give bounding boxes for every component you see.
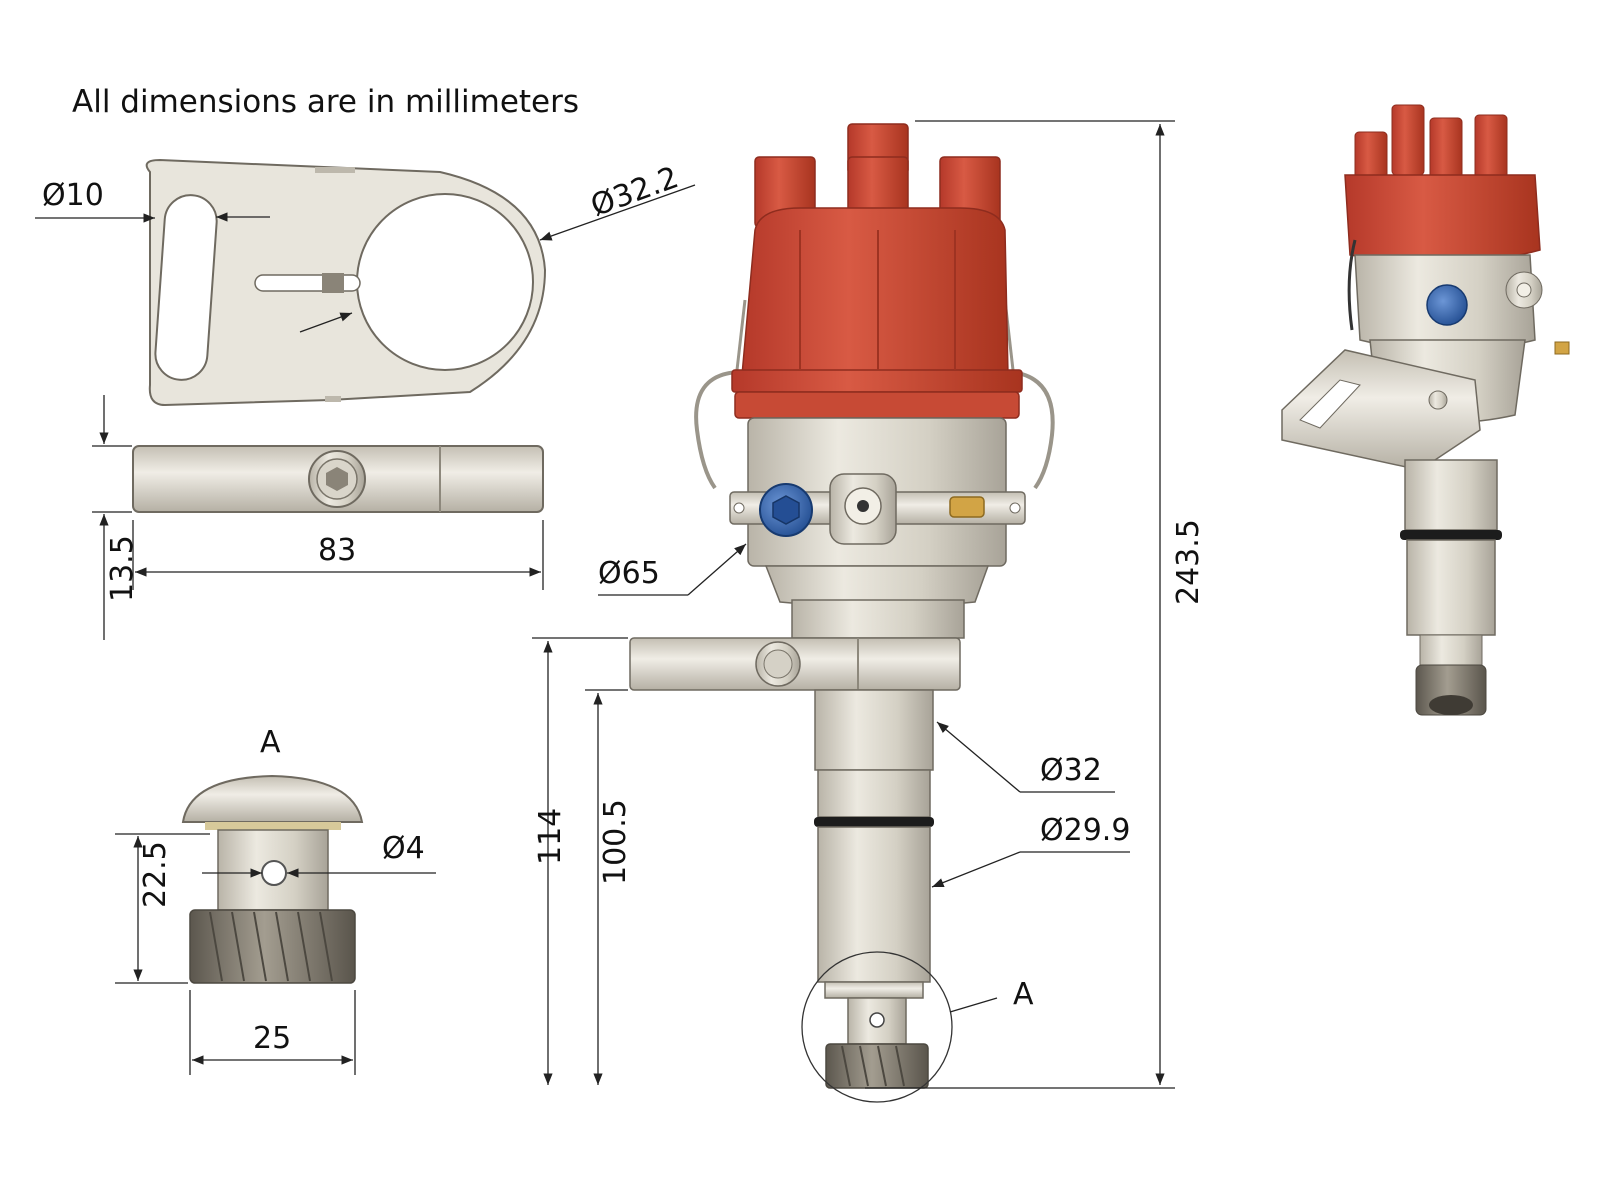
- units-note: All dimensions are in millimeters: [72, 84, 579, 120]
- bore-diameter-label: Ø32.2: [586, 160, 683, 224]
- pin-hole-diameter-label: Ø4: [382, 831, 425, 866]
- distributor-cap: [731, 123, 1023, 419]
- cable-gland: [829, 473, 897, 545]
- slot-diameter-label: Ø10: [42, 178, 104, 213]
- distributor-front-view: [629, 123, 1055, 1103]
- mounted-clamp: [629, 637, 961, 691]
- bore-hole: [356, 193, 534, 371]
- shaft-lower-diameter-label: Ø29.9: [1040, 813, 1130, 848]
- distributor-isometric-view: [1281, 104, 1570, 716]
- bracket-thickness-label: 13.5: [105, 535, 140, 602]
- shaft-o-ring: [814, 817, 934, 827]
- detail-a-gear-view: [181, 774, 364, 984]
- total-height-label: 243.5: [1171, 519, 1206, 605]
- shaft-upper-diameter-label: Ø32: [1040, 753, 1102, 788]
- gear-width-label: 25: [253, 1021, 291, 1056]
- length-from-clamp-top-label: 114: [533, 808, 568, 865]
- detail-a-callout-label: A: [1013, 977, 1034, 1012]
- detail-a-callout-circle: [801, 951, 953, 1103]
- length-from-clamp-bottom-label: 100.5: [598, 799, 633, 885]
- brass-terminal: [949, 496, 985, 518]
- detail-a-title: A: [260, 725, 281, 760]
- clamp-screw-thread: [322, 273, 344, 293]
- pin-hole: [261, 860, 287, 886]
- helical-gear: [189, 909, 356, 984]
- detail-height-label: 22.5: [138, 841, 173, 908]
- housing-diameter-label: Ø65: [598, 556, 660, 591]
- bracket-top-view: [145, 158, 547, 407]
- bracket-length-label: 83: [318, 533, 356, 568]
- bracket-side-view: [132, 445, 544, 513]
- adjustment-slot: [154, 194, 218, 381]
